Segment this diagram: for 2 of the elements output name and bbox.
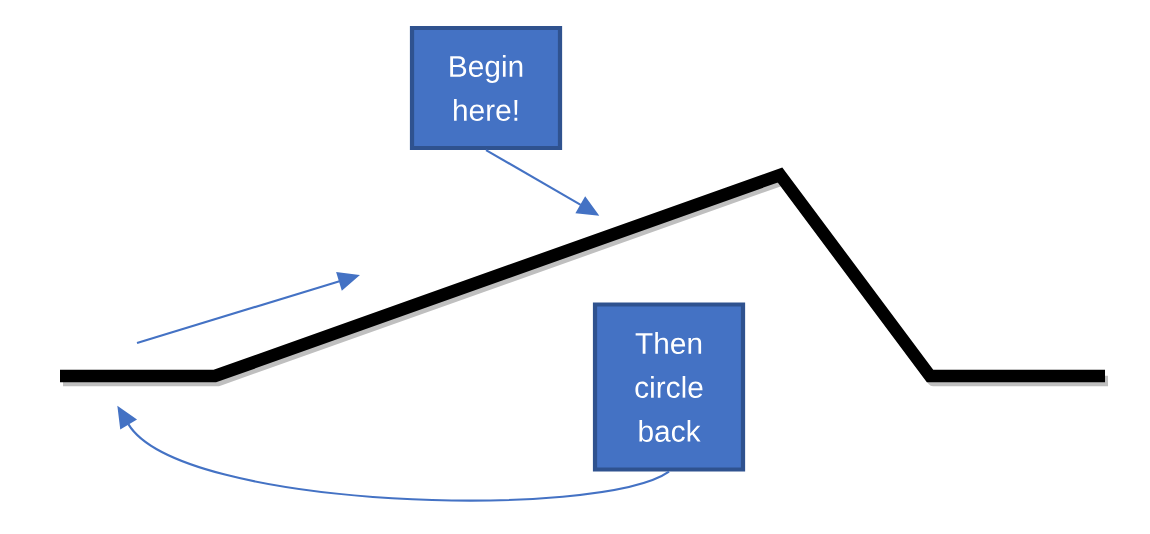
text-box: Begin here! (409, 25, 563, 151)
text-box: Then circle back (592, 302, 746, 472)
